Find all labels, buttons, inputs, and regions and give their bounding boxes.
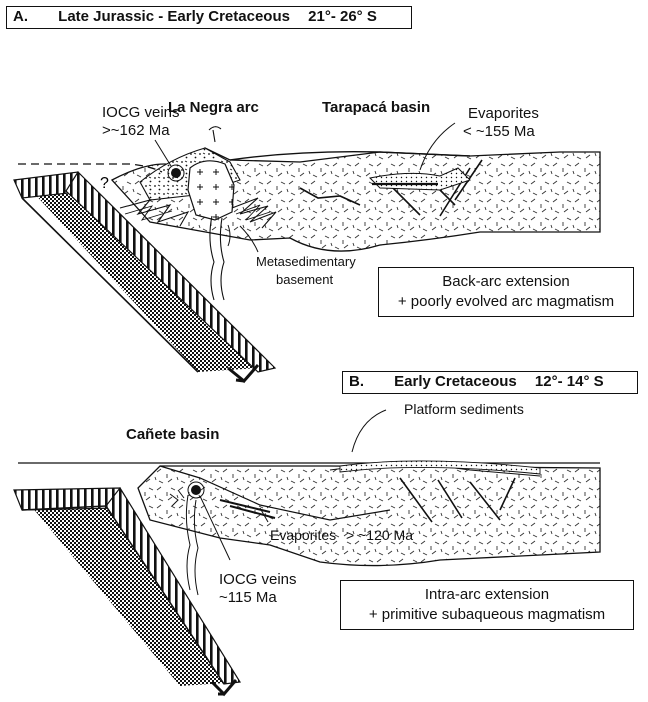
panel-b-box-line1: Intra-arc extension — [341, 585, 633, 605]
panel-b-basin-label: Cañete basin — [126, 426, 219, 443]
panel-a-title: Late Jurassic - Early Cretaceous — [58, 8, 290, 25]
panel-a-box-line2: + poorly evolved arc magmatism — [379, 292, 633, 312]
panel-a-question-mark: ? — [100, 175, 109, 192]
panel-a-letter: A. — [13, 8, 28, 25]
panel-a-iocg-age: >~162 Ma — [102, 123, 170, 139]
panel-a-evaporites-title: Evaporites — [468, 106, 539, 122]
panel-b-platform-label: Platform sediments — [404, 401, 524, 417]
panel-b-title-box: B. Early Cretaceous 12°- 14° S — [342, 371, 638, 394]
panel-b-title: Early Cretaceous — [394, 373, 517, 390]
panel-b-evaporites-age: > ~120 Ma — [346, 527, 413, 543]
panel-a-basement-line2: basement — [276, 272, 333, 288]
panel-b-box-line2: + primitive subaqueous magmatism — [341, 605, 633, 625]
panel-a-summary-box: Back-arc extension + poorly evolved arc … — [378, 267, 634, 317]
panel-a-title-box: A. Late Jurassic - Early Cretaceous 21°-… — [6, 6, 412, 29]
panel-b-evaporites-label: Evaporites > ~120 Ma — [270, 527, 413, 543]
panel-a-evaporites-age: < ~155 Ma — [463, 124, 535, 140]
panel-b-platform-leader — [352, 410, 386, 452]
panel-a-basin-label: Tarapacá basin — [322, 99, 430, 116]
panel-b-evaporites-text: Evaporites — [270, 527, 336, 543]
panel-b-summary-box: Intra-arc extension + primitive subaqueo… — [340, 580, 634, 630]
panel-a-latitude: 21°- 26° S — [308, 8, 377, 25]
panel-b-latitude: 12°- 14° S — [535, 373, 604, 390]
panel-b-iocg-age: ~115 Ma — [219, 590, 277, 606]
panel-a-arc-label: La Negra arc — [168, 99, 259, 116]
panel-a-box-line1: Back-arc extension — [379, 272, 633, 292]
panel-b-letter: B. — [349, 373, 364, 390]
panel-a-basement-line1: Metasedimentary — [256, 254, 356, 270]
panel-a-iocg-title: IOCG veins — [102, 105, 180, 121]
panel-b-iocg-title: IOCG veins — [219, 572, 297, 588]
